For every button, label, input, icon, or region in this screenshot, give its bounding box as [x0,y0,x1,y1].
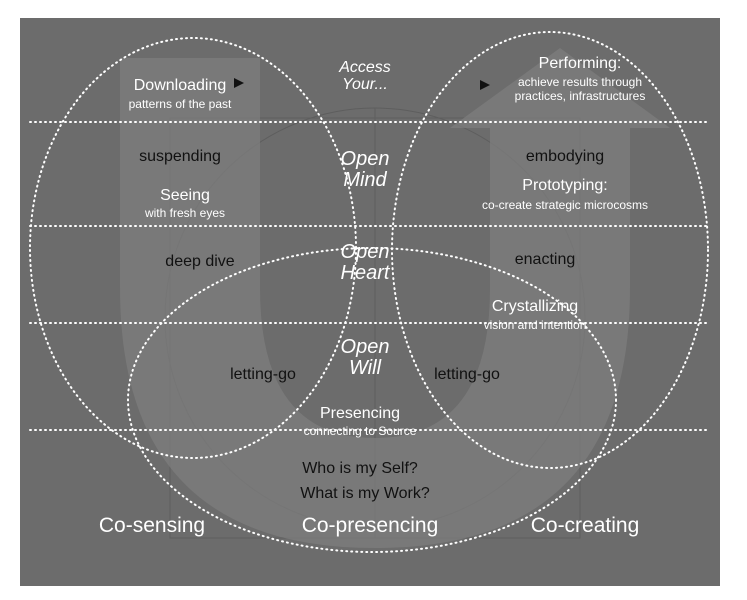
co-sensing-label: Co-sensing [98,514,206,537]
u-shape-arrow [120,48,670,548]
co-presencing-label: Co-presencing [301,514,439,537]
embodying-label: embodying [525,148,605,165]
self-question-label: Who is my Self? [302,460,418,477]
bottom-ellipse [127,247,617,553]
dotted-ellipses [29,31,709,553]
right-ellipse [391,31,709,469]
arrow-right-icon [234,78,244,88]
prototyping-label: Prototyping: co-create strategic microco… [481,177,649,212]
performing-label: Performing: achieve results through prac… [514,55,646,104]
letting-go-right-label: letting-go [434,366,500,383]
work-question-label: What is my Work? [300,485,430,502]
co-creating-label: Co-creating [530,514,640,537]
arrow-right-icon [480,80,490,90]
letting-go-left-label: letting-go [230,366,296,383]
deep-dive-label: deep dive [165,253,235,270]
enacting-label: enacting [514,251,576,268]
crystallizing-label: Crystallizing vision and intention [483,298,587,332]
downloading-label: Downloading patterns of the past [128,77,232,111]
presencing-label: Presencing connecting to Source [303,405,417,438]
level-divider-lines [29,121,711,431]
diagram-art [29,31,711,553]
suspending-label: suspending [139,148,221,165]
seeing-label: Seeing with fresh eyes [144,187,226,220]
